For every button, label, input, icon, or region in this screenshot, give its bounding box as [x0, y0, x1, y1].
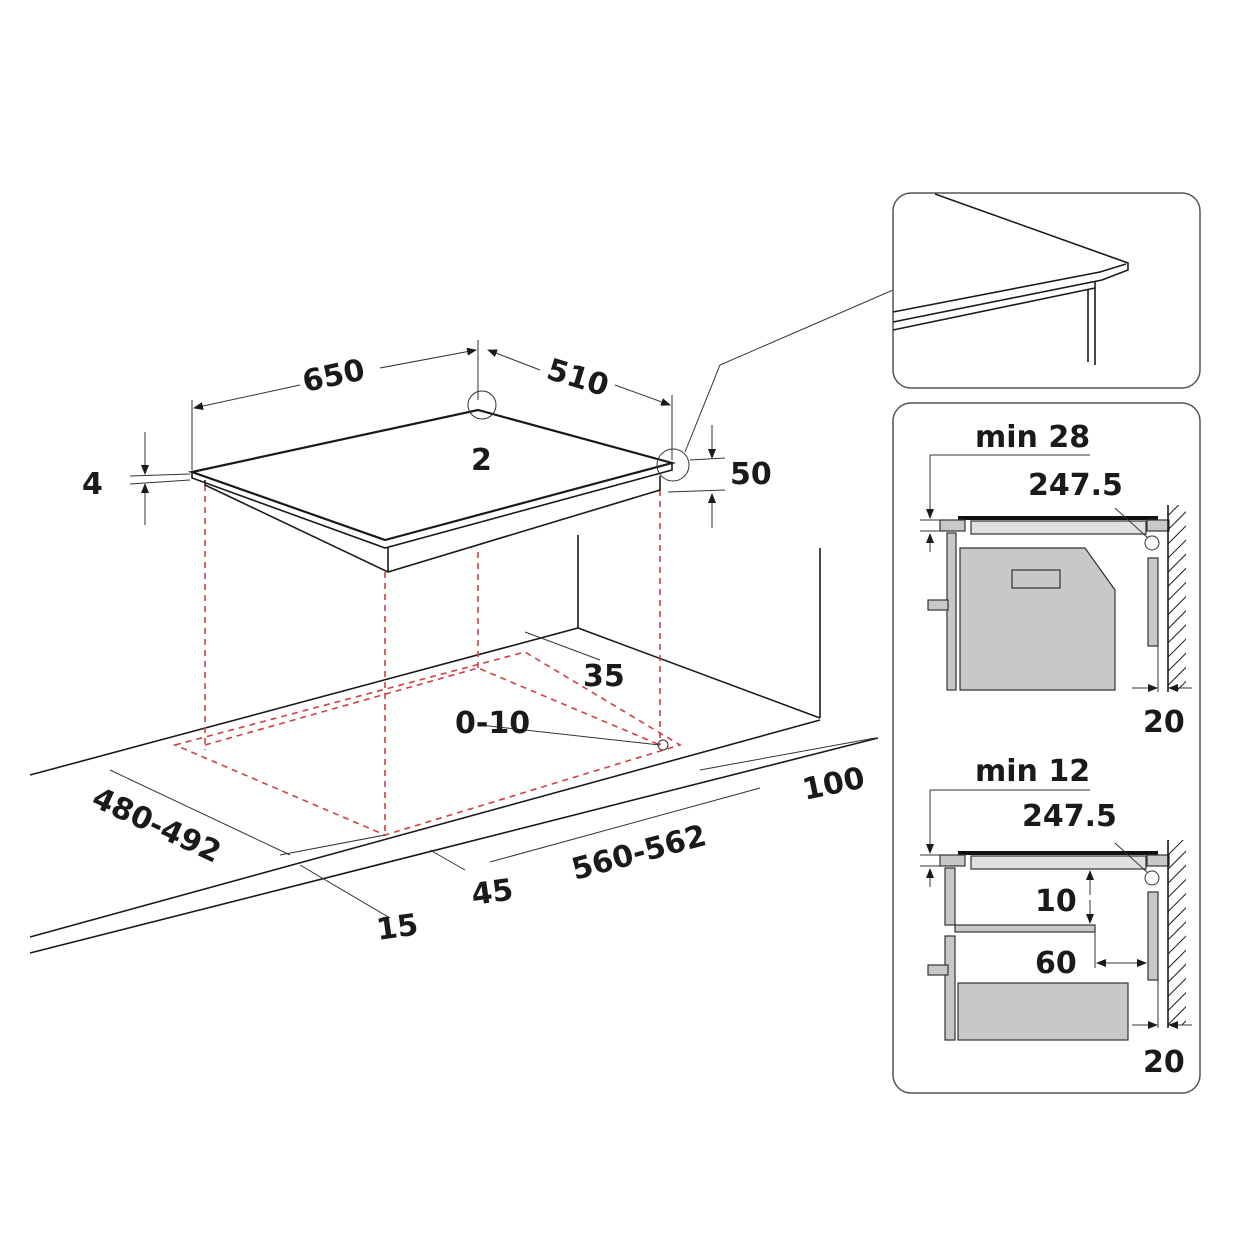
tolerance-label: 0-10: [455, 706, 530, 741]
edge-detail-circle: [656, 448, 690, 482]
top-wall-gap-label: 20: [1143, 705, 1185, 740]
wall-offset-label: 100: [799, 761, 868, 808]
top-min-label: min 28: [975, 420, 1090, 455]
height-label: 50: [730, 457, 772, 492]
dimension-lines: [109, 340, 876, 919]
depth-label: 510: [543, 352, 613, 404]
front-margin-label: 15: [374, 907, 420, 947]
cutout-outline: [172, 485, 682, 836]
bottom-min-label: min 12: [975, 754, 1090, 789]
shelf-gap-label: 10: [1035, 884, 1077, 919]
glass-thickness-label: 4: [82, 467, 103, 502]
countertop: [29, 535, 879, 954]
top-dimension-label: 247.5: [1028, 468, 1123, 503]
drawer-installation-detail: [920, 789, 1192, 1041]
bottom-dimension-label: 247.5: [1022, 799, 1117, 834]
hob: [187, 289, 894, 751]
oven-installation-detail: [920, 454, 1192, 692]
rear-gap-label: 60: [1035, 946, 1077, 981]
bottom-wall-gap-label: 20: [1143, 1045, 1185, 1080]
corner-gap-label: 2: [471, 443, 492, 478]
width-label: 650: [299, 353, 368, 400]
cutout-depth-label: 480-492: [87, 781, 227, 871]
edge-detail-panel: [892, 192, 1201, 389]
front-offset-label: 45: [469, 872, 515, 912]
cutout-width-label: 560-562: [568, 818, 710, 887]
cutout-back-offset-label: 35: [583, 659, 625, 694]
corner-detail-circle: [467, 390, 497, 420]
